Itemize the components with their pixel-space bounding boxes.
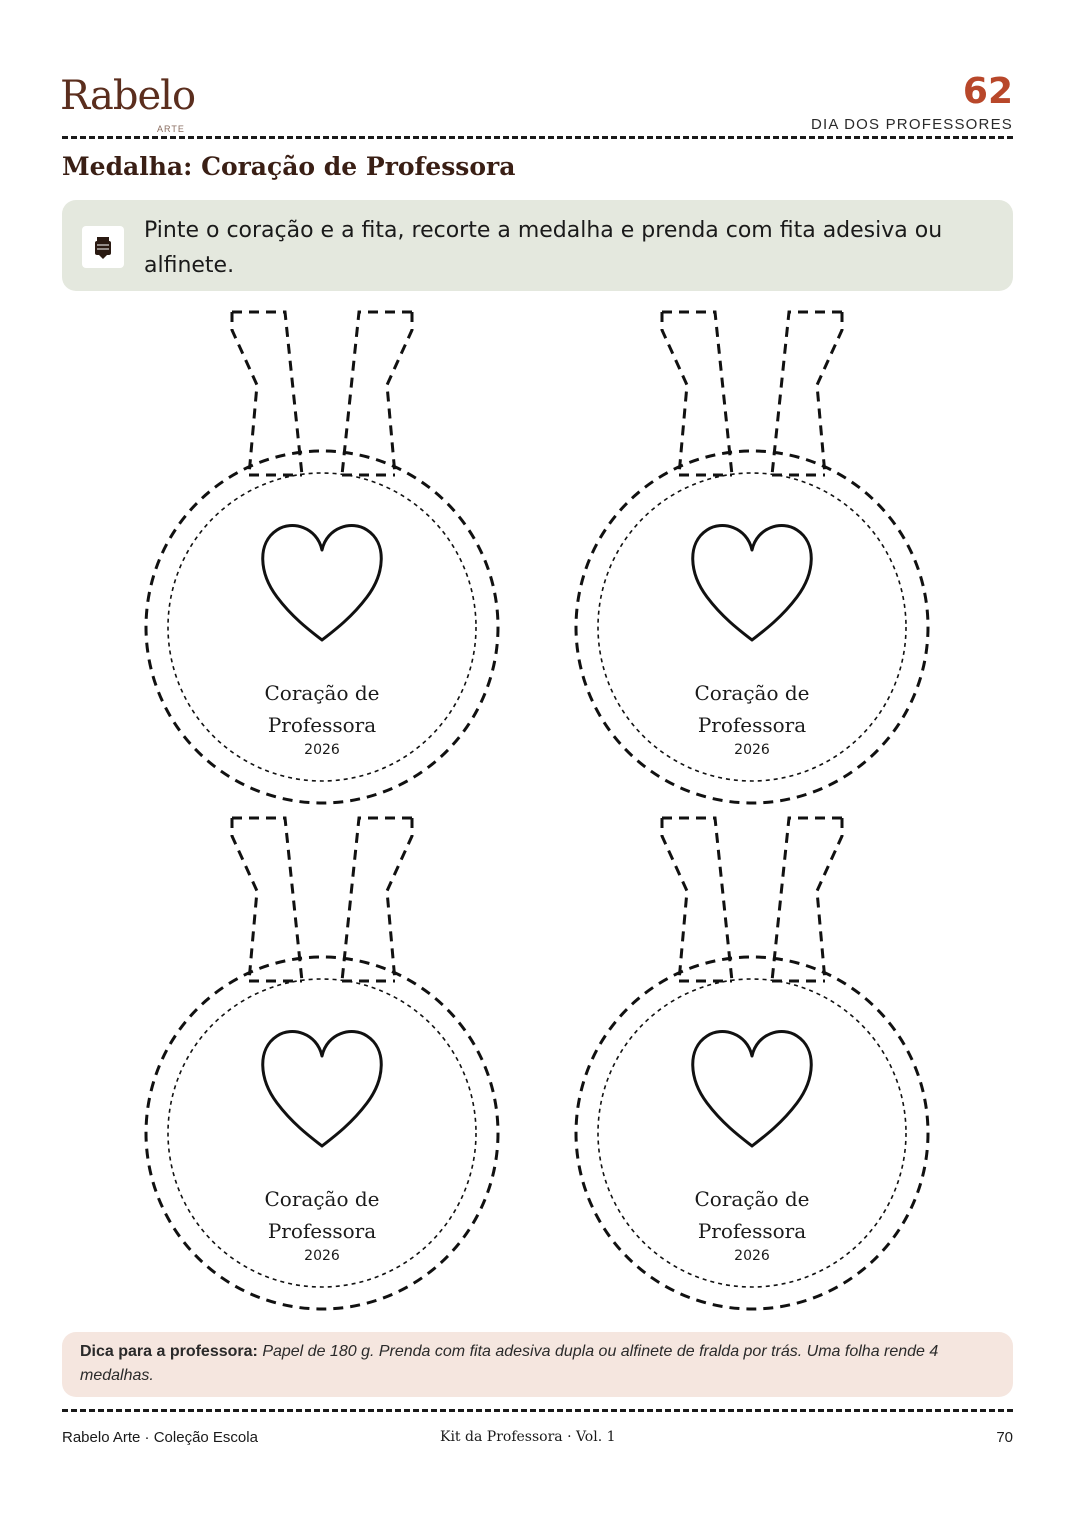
medal-title-line1: Coração de	[694, 1187, 810, 1211]
medal-title: Coração de Professora	[222, 1183, 422, 1247]
medal-title: Coração de Professora	[652, 1183, 852, 1247]
heart-icon	[691, 1030, 813, 1148]
medal-year: 2026	[304, 742, 340, 758]
medal-title-line1: Coração de	[264, 1187, 380, 1211]
medal-cut-outline	[144, 310, 500, 805]
medal-cut-outline	[144, 816, 500, 1311]
medal-cut-outline	[574, 310, 930, 805]
medal-year: 2026	[734, 742, 770, 758]
logo-wordmark: Rabelo	[60, 73, 196, 119]
teacher-tip-box: Dica para a professora: Papel de 180 g. …	[62, 1332, 1013, 1397]
instruction-text: Pinte o coração e a fita, recorte a meda…	[144, 218, 943, 278]
brand-logo: Rabelo ARTE	[60, 76, 200, 136]
heart-icon	[691, 524, 813, 642]
medal-title-line2: Professora	[697, 1219, 807, 1243]
section-label: DIA DOS PROFESSORES	[810, 116, 1013, 133]
heart-icon	[261, 1030, 383, 1148]
medal-year: 2026	[734, 1248, 770, 1264]
logo-subtitle: ARTE	[157, 124, 185, 134]
medal-card[interactable]: Coração de Professora 2026	[137, 305, 507, 805]
medal-title-line2: Professora	[267, 713, 377, 737]
paint-jar-icon	[82, 226, 124, 268]
medal-card[interactable]: Coração de Professora 2026	[137, 811, 507, 1311]
page-title: Medalha: Coração de Professora	[62, 152, 516, 181]
medal-title-line1: Coração de	[264, 681, 380, 705]
footer-publisher: Rabelo Arte · Coleção Escola	[62, 1429, 258, 1446]
tip-text: Papel de 180 g. Prenda com fita adesiva …	[80, 1343, 939, 1384]
header-divider	[62, 136, 1013, 139]
medal-title: Coração de Professora	[652, 677, 852, 741]
heart-icon	[261, 524, 383, 642]
medal-title-line1: Coração de	[694, 681, 810, 705]
chapter-number: 62	[962, 71, 1013, 112]
medal-title: Coração de Professora	[222, 677, 422, 741]
medal-title-line2: Professora	[697, 713, 807, 737]
footer-divider	[62, 1409, 1013, 1412]
medal-card[interactable]: Coração de Professora 2026	[567, 811, 937, 1311]
medal-cut-outline	[574, 816, 930, 1311]
medal-year: 2026	[304, 1248, 340, 1264]
medal-card[interactable]: Coração de Professora 2026	[567, 305, 937, 805]
instruction-box: Pinte o coração e a fita, recorte a meda…	[62, 200, 1013, 291]
tip-label: Dica para a professora:	[80, 1343, 258, 1360]
medal-title-line2: Professora	[267, 1219, 377, 1243]
footer-book-title: Kit da Professora · Vol. 1	[440, 1429, 616, 1445]
footer-page-number: 70	[996, 1429, 1013, 1446]
